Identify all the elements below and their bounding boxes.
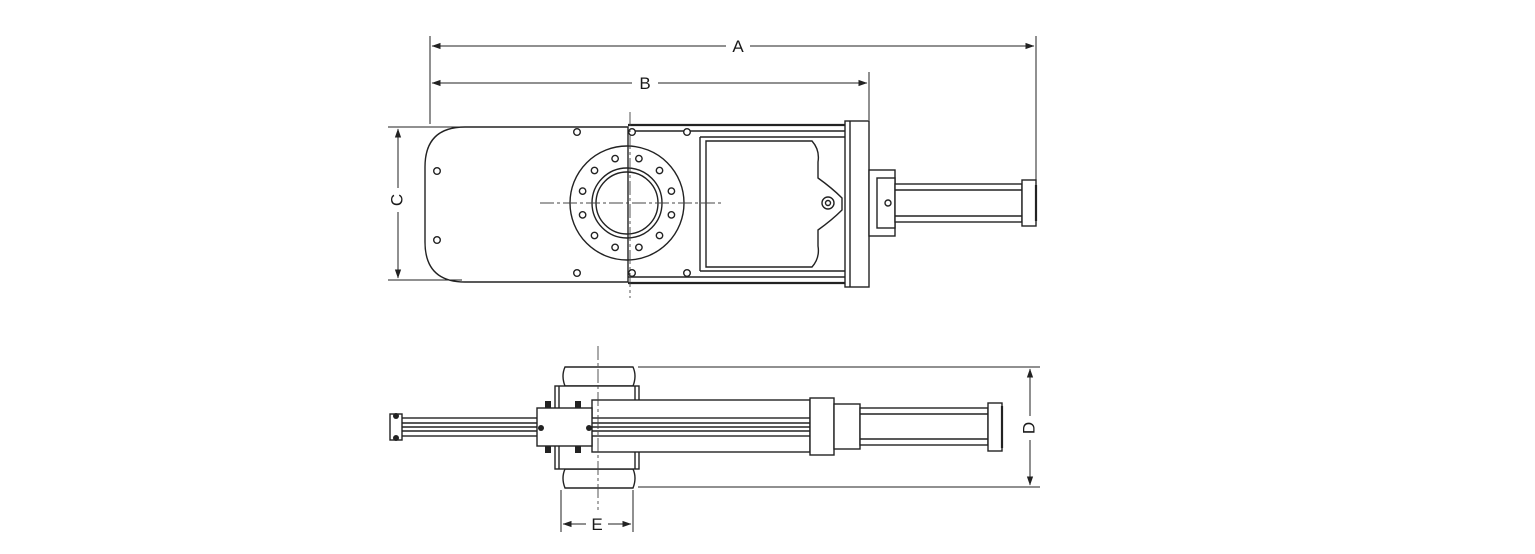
bolt-circle [578, 154, 676, 252]
dimension-label-c: C [387, 194, 406, 206]
stem-pin [821, 196, 835, 210]
flange-bolt-hole [590, 231, 599, 240]
flange-bolt-hole [667, 187, 676, 196]
gate-knife [705, 140, 843, 268]
dimension-C: C [387, 126, 462, 281]
flange-bolt-hole [655, 231, 664, 240]
side-gland-plate [809, 397, 835, 456]
dimension-label-e: E [591, 515, 602, 534]
cylinder-end-cap [1021, 179, 1037, 227]
top-view [424, 112, 1038, 298]
flange-bolt-hole [635, 243, 643, 252]
flange-bolt-hole [578, 210, 587, 219]
flange-bolt-hole [655, 166, 664, 175]
body-bolts [433, 127, 892, 278]
flange-bolt-hole [611, 243, 619, 252]
dimension-A: A [429, 36, 1037, 183]
valve-body-outline [424, 126, 629, 283]
dimension-label-a: A [732, 37, 744, 56]
dimension-label-b: B [639, 74, 650, 93]
flange-bolt-hole [578, 187, 587, 196]
gland-plate [844, 120, 870, 288]
flange-bolt-hole [667, 210, 676, 219]
flange-bolt-hole [590, 166, 599, 175]
flange-bolt-hole [611, 154, 619, 163]
flange-bolt-hole [635, 154, 643, 163]
dimension-B: B [431, 72, 870, 120]
dimension-label-d: D [1019, 422, 1038, 434]
side-view [389, 346, 1004, 510]
port-pipe [562, 366, 636, 387]
packing-gland [536, 407, 593, 447]
dimension-E: E [560, 490, 634, 534]
dimension-D: D [638, 366, 1040, 488]
